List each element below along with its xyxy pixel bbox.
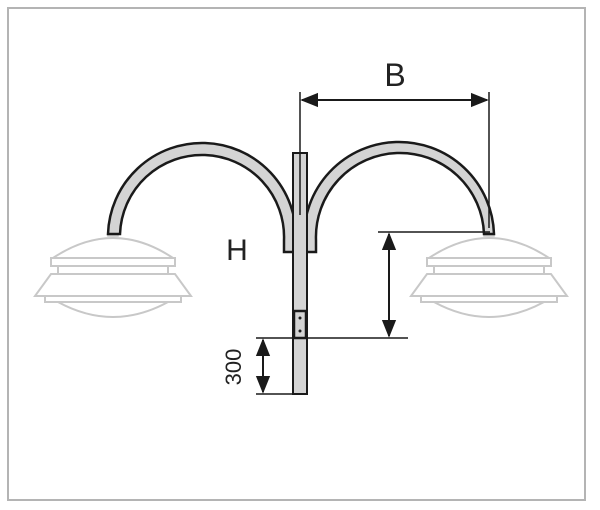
bolt-icon [298, 329, 302, 333]
dimension-b [299, 92, 490, 228]
pole-joint [292, 309, 308, 340]
dimension-300 [255, 338, 300, 395]
dimension-h [256, 231, 490, 339]
bolt-icon [298, 316, 302, 320]
dimension-h-label: H [226, 234, 248, 267]
right-arm [302, 140, 496, 254]
dimension-300-label: 300 [221, 349, 246, 386]
dimension-b-label: B [384, 57, 405, 93]
